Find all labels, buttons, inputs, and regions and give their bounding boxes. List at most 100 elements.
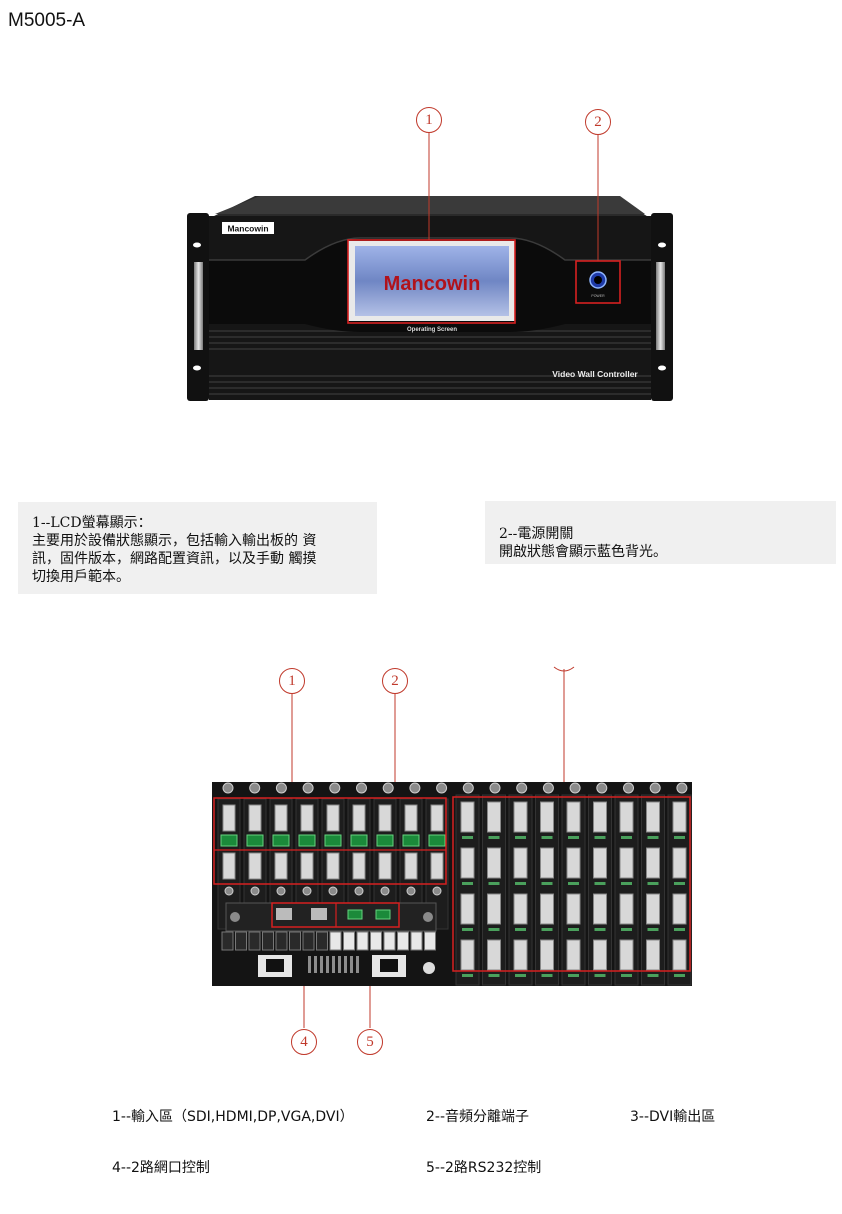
status-led xyxy=(594,974,606,977)
screw xyxy=(406,886,416,896)
screw xyxy=(432,886,442,896)
label-tile xyxy=(262,931,274,951)
status-led xyxy=(488,974,500,977)
screw xyxy=(250,886,260,896)
status-led xyxy=(647,974,659,977)
vent-slot xyxy=(314,956,317,973)
screw xyxy=(354,886,364,896)
dvi-port xyxy=(248,852,262,880)
label-tile xyxy=(343,931,355,951)
dvi-port xyxy=(222,852,236,880)
status-led xyxy=(515,882,526,885)
screw xyxy=(302,886,312,896)
audio-terminal xyxy=(246,834,264,847)
dvi-port xyxy=(593,893,607,925)
status-led xyxy=(594,882,606,885)
status-led xyxy=(674,882,685,885)
screw xyxy=(356,782,367,794)
dvi-port xyxy=(646,939,660,971)
screw xyxy=(623,782,634,794)
dvi-port xyxy=(274,804,288,832)
screw xyxy=(462,782,474,794)
dvi-port xyxy=(593,801,607,833)
dvi-port xyxy=(300,852,314,880)
label-tile xyxy=(221,931,234,951)
label-tile xyxy=(248,931,261,951)
vent-slot xyxy=(344,956,347,973)
status-led xyxy=(568,882,579,885)
rear-callout-1: 1 xyxy=(279,668,305,694)
output-card xyxy=(535,794,559,986)
rear-callout-2: 2 xyxy=(382,668,408,694)
dvi-port xyxy=(430,804,444,832)
status-led xyxy=(568,974,579,977)
status-led xyxy=(674,974,685,977)
status-led xyxy=(621,836,632,839)
dvi-port xyxy=(672,939,687,971)
dvi-port xyxy=(378,804,392,832)
output-card xyxy=(588,794,612,986)
rs232-terminal xyxy=(375,909,391,920)
screw xyxy=(328,886,338,896)
dvi-port xyxy=(672,801,687,833)
status-led xyxy=(541,882,553,885)
audio-terminal xyxy=(350,834,368,847)
status-led xyxy=(621,974,632,977)
dvi-port xyxy=(274,852,288,880)
audio-terminal xyxy=(324,834,342,847)
legend-item-input-zone: 1--輸入區（SDI,HDMI,DP,VGA,DVI） xyxy=(112,1109,354,1125)
label-tile xyxy=(356,931,369,951)
status-led xyxy=(462,836,473,839)
front-callout-2: 2 xyxy=(585,109,611,135)
status-led xyxy=(621,882,632,885)
status-led xyxy=(541,836,553,839)
status-led xyxy=(488,882,500,885)
legend-item-rs232: 5--2路RS232控制 xyxy=(426,1160,542,1176)
dvi-port xyxy=(300,804,314,832)
dvi-port xyxy=(540,801,554,833)
dvi-port xyxy=(404,852,418,880)
status-led xyxy=(462,928,473,931)
audio-terminal xyxy=(402,834,420,847)
screw xyxy=(489,782,501,794)
dvi-port xyxy=(566,939,581,971)
label-tile xyxy=(289,931,301,951)
dvi-port xyxy=(540,893,554,925)
status-led xyxy=(488,928,500,931)
status-led xyxy=(674,836,685,839)
vent-slot xyxy=(332,956,335,973)
dvi-port xyxy=(540,847,554,879)
dvi-port xyxy=(460,893,475,925)
screw xyxy=(222,782,234,794)
power-note: 2--電源開關 開啟狀態會顯示藍色背光。 xyxy=(485,501,836,564)
output-card xyxy=(561,794,586,986)
rs232-terminal xyxy=(347,909,363,920)
screen-caption: Operating Screen xyxy=(407,327,457,333)
output-card xyxy=(455,794,480,986)
status-led xyxy=(515,836,526,839)
status-led xyxy=(647,882,659,885)
dvi-port xyxy=(619,801,634,833)
audio-terminal xyxy=(298,834,316,847)
screw xyxy=(409,782,421,794)
audio-terminal xyxy=(272,834,290,847)
screw xyxy=(224,886,234,896)
output-zone-highlight xyxy=(452,796,691,972)
status-led xyxy=(462,882,473,885)
label-tile xyxy=(302,931,315,951)
network-port xyxy=(311,908,327,920)
legend-item-audio: 2--音頻分離端子 xyxy=(426,1109,530,1125)
dvi-port xyxy=(222,804,236,832)
lcd-note-heading: 1--LCD螢幕顯示： xyxy=(32,515,152,531)
dvi-port xyxy=(593,939,607,971)
vent-slot xyxy=(326,956,329,973)
status-led xyxy=(594,836,606,839)
output-card xyxy=(482,794,506,986)
dvi-port xyxy=(513,939,528,971)
label-tile xyxy=(397,931,409,951)
power-note-line: 開啟狀態會顯示藍色背光。 xyxy=(499,544,667,560)
dvi-port xyxy=(513,847,528,879)
status-led xyxy=(541,928,553,931)
dvi-port xyxy=(352,804,366,832)
dvi-port xyxy=(619,847,634,879)
